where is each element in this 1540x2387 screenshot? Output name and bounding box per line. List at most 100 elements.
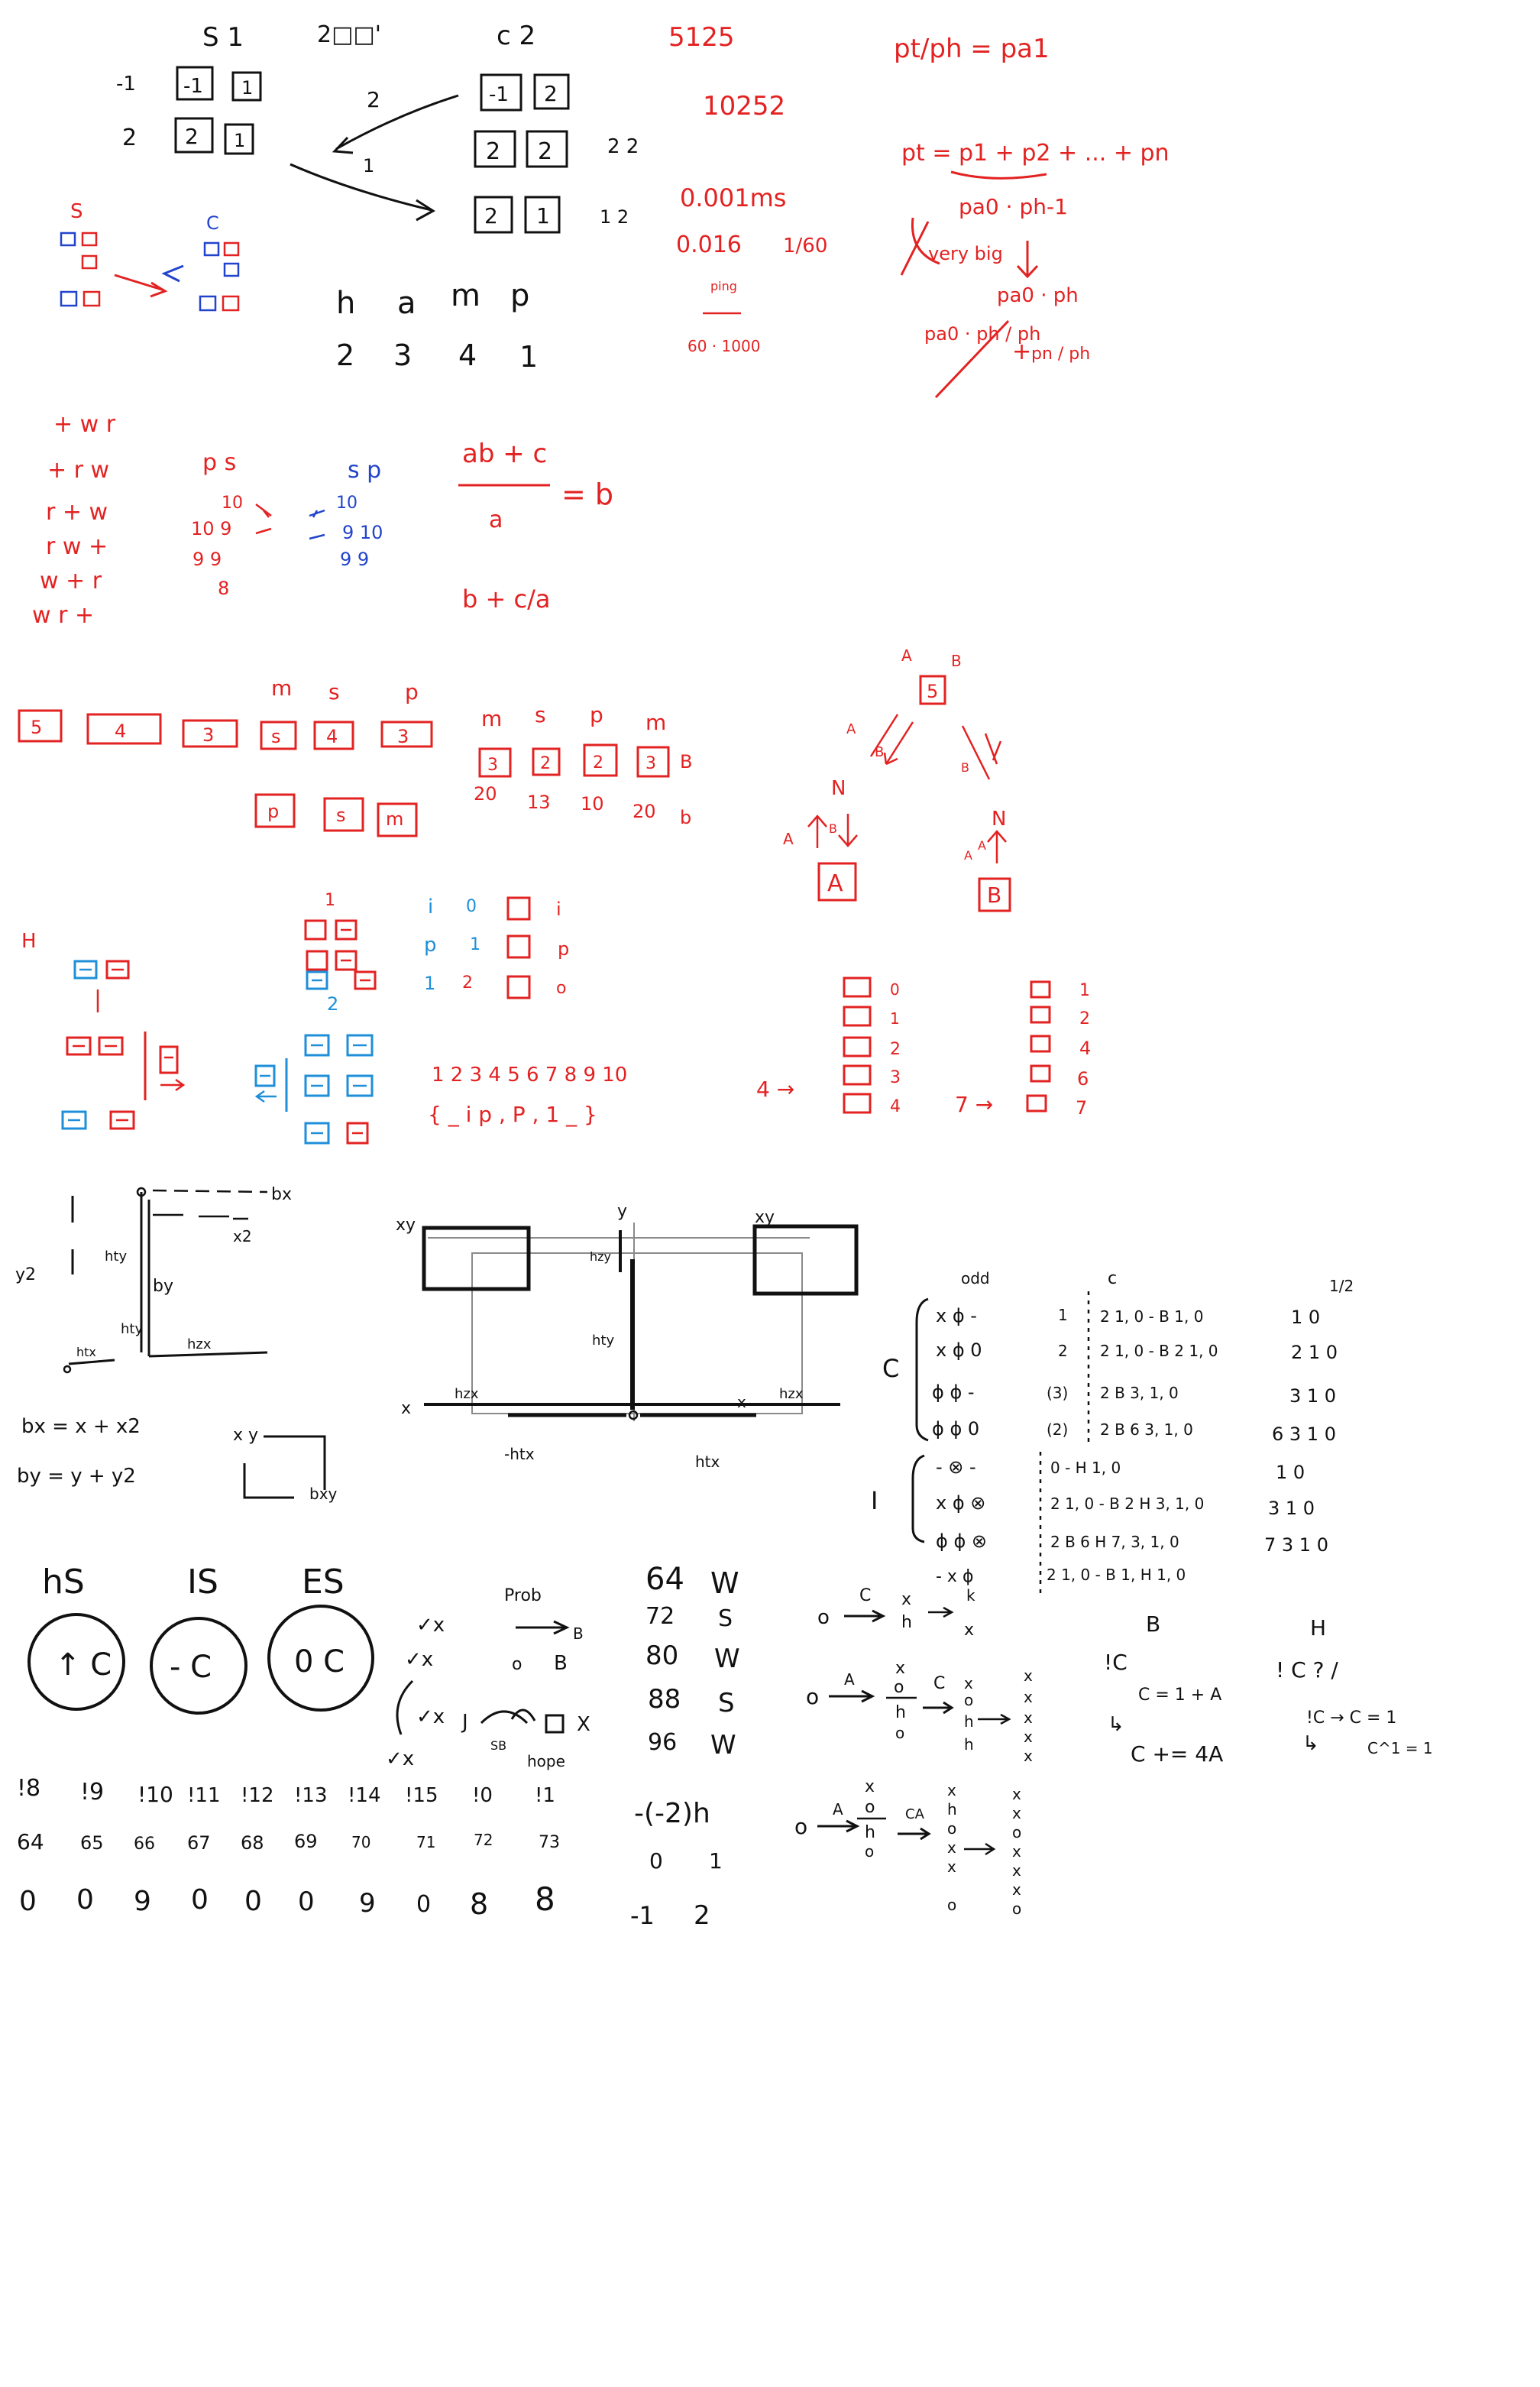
circle-text: ↑ C [55,1647,112,1683]
bx-label: bx [271,1185,292,1204]
wins-number: 88 [648,1684,681,1715]
table-cell: 2 1, 0 - B 1, H 1, 0 [1047,1566,1186,1584]
factorial-mid: 72 [474,1831,493,1849]
list-box [1030,1064,1051,1083]
msp-number: 10 [581,793,604,815]
prob-label: B [554,1652,568,1675]
h-diagram: H [21,930,186,1130]
transition-symbol: o [794,1814,807,1839]
formula-text: pt = p1 + p2 + ... + pn [901,140,1170,167]
center-point [628,1410,639,1420]
transition-symbol: x [1024,1708,1033,1727]
factorial-top: !0 [472,1784,493,1807]
list-box [843,1006,872,1027]
twr-item: w + r [40,568,102,594]
s1-title: S 1 [202,22,244,53]
list-box [843,1093,872,1114]
neg-formula: -(-2)h [634,1798,710,1829]
factorial-bottom: 0 [416,1891,431,1918]
bx-label: bxy [309,1485,338,1503]
frame-label: htx [695,1453,720,1471]
table-header: odd [961,1269,990,1287]
bracket [396,1679,414,1735]
ipo-cell: i [428,896,433,918]
corner-box [422,1226,531,1291]
cross-mark [900,217,940,276]
box-value: m [386,808,403,830]
table-cell: (3) [1047,1384,1068,1402]
pt-formulas: pt/ph = pa1 pt = p1 + p2 + ... + pn pa0 … [894,34,1170,399]
bx-label: x y [233,1426,258,1445]
bx-formula: bx = x + x2 [21,1415,141,1438]
sc-group: S C [60,200,240,312]
c2-box-value: -1 [489,83,509,106]
rule-text: C += 4A [1131,1741,1223,1767]
tree-small: A [846,721,856,737]
twr-item: r w + [46,533,108,560]
box-item [254,793,296,828]
tree-small: B [875,744,884,760]
table-cell: 6 3 1 0 [1272,1423,1336,1445]
table-header: c [1108,1269,1117,1288]
list-number: 4 [1079,1038,1091,1059]
bx-label: y2 [15,1265,36,1284]
list-arrow: 4 → [756,1077,794,1102]
list-box [1030,1006,1051,1024]
formula-text: very big [928,243,1003,264]
tree-value: B [987,883,1001,908]
arrow [114,274,165,292]
transition-symbol: h [901,1613,912,1632]
factorial-bottom: 0 [298,1887,315,1917]
frame-label: y [617,1202,627,1221]
msp-box [478,747,512,778]
c2-box-value: 2 [544,81,558,106]
nse-group: hS IS ES ↑ C - C 0 C [28,1563,374,1715]
formula-text: pa0 · ph / ph [924,323,1040,345]
transition-symbol: x [1012,1861,1021,1880]
msp-value: 3 [645,754,656,773]
small-square [506,934,531,959]
s1-box-value: 2 [185,124,199,149]
c2-title: c 2 [497,21,535,51]
s1-box-value: 1 [234,130,245,151]
arrow [898,1827,931,1841]
arrow [255,504,272,518]
transition-symbol: o [817,1606,830,1629]
bx-formula: by = y + y2 [17,1465,136,1488]
msp-box [532,747,561,776]
frame-label: xy [755,1208,775,1227]
msp-group: m s p m 3 2 2 3 B 20 13 10 20 b [474,702,692,828]
tree-label: A [901,646,912,665]
small-square [335,950,358,971]
factorial-top: !8 [17,1775,40,1802]
transition-symbol: x [947,1838,956,1857]
list-number: 1 [1079,981,1090,1000]
s-label: S [70,200,83,223]
factorial-mid: 69 [294,1831,318,1852]
prob-label: SB [490,1738,506,1753]
list-box [1026,1094,1047,1113]
transition-symbol: h [964,1712,974,1731]
wins-letter: S [718,1605,733,1632]
arrow [516,1620,570,1635]
c2-box [533,73,570,110]
small-square [506,975,531,999]
arrow-head [416,199,435,222]
factorial-mid: 73 [539,1833,560,1852]
table-group-label: C [882,1354,899,1383]
corner-line [243,1463,294,1499]
factorial-bottom: 8 [535,1880,555,1918]
h-label: H [21,930,37,953]
wins-number: 64 [645,1562,684,1597]
transition-symbol: x [947,1857,956,1876]
msp-value: 3 [487,756,498,775]
transition-symbol: o [1012,1823,1021,1841]
factorial-mid: 67 [187,1832,211,1854]
wins-number: 72 [645,1603,675,1630]
number-note: 1/60 [783,235,827,257]
table-cell: 3 1 0 [1289,1385,1336,1407]
transition-symbol: x [1024,1666,1033,1685]
list-arrow: 7 → [955,1092,993,1117]
small-square [545,1714,565,1734]
